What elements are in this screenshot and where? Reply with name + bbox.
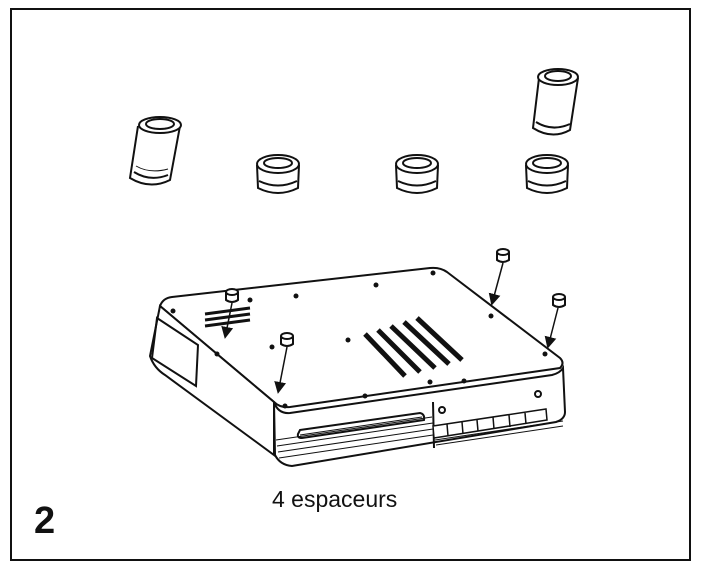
mini-spacer-4 [552,293,566,308]
tall-spacer-left [128,116,182,186]
short-spacer-2 [395,154,439,194]
short-spacer-3 [525,154,569,194]
arrow-3 [488,262,504,306]
console-unit [148,266,567,468]
step-number: 2 [34,500,56,542]
top-vents [363,316,464,378]
mini-spacer-1 [225,288,239,303]
caption: 4 espaceurs [272,486,398,512]
mini-spacer-2 [280,332,294,347]
mini-spacer-3 [496,248,510,263]
short-spacer-1 [256,154,300,194]
tall-spacer-right [531,68,579,136]
arrow-2 [274,346,288,394]
arrow-1 [221,302,234,339]
screw-holes [170,270,548,409]
arrow-4 [544,307,559,349]
